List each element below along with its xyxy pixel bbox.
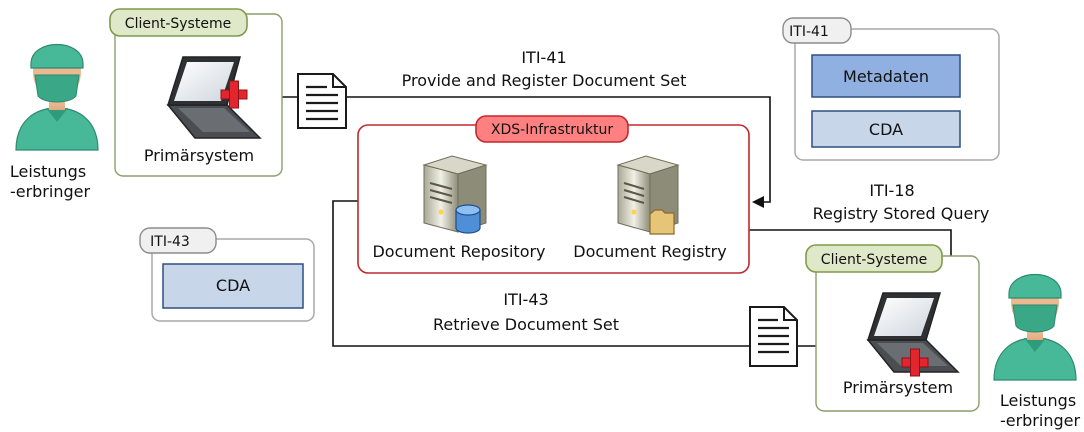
cda-block	[162, 263, 304, 309]
document-icon	[297, 73, 347, 129]
xds-infrastructure: XDS-Infrastruktur Document Repository	[357, 115, 750, 274]
payload-tab	[139, 227, 217, 254]
healthcare-provider-icon	[993, 274, 1077, 381]
document-icon	[749, 306, 798, 367]
iti43-title: Retrieve Document Set	[433, 315, 619, 334]
cda-block	[811, 110, 961, 148]
metadata-block	[811, 54, 961, 98]
actor-label: Leistungs	[1000, 391, 1076, 410]
database-icon	[455, 204, 481, 234]
payload-box-iti41: ITI-41 Metadaten CDA	[782, 17, 1000, 161]
client-system-tab	[805, 244, 943, 273]
healthcare-provider-icon	[15, 44, 99, 151]
client-system-bottom-right: Client-Systeme Primärsystem	[805, 244, 980, 412]
actor-label: -erbringer	[1000, 411, 1081, 430]
xds-infrastructure-tab-label: XDS-Infrastruktur	[491, 122, 613, 138]
actor-label: Leistungs	[10, 162, 86, 181]
payload-tab-label: ITI-41	[789, 24, 829, 40]
registry-label: Document Registry	[573, 242, 726, 261]
connector-iti43	[332, 200, 848, 347]
payload-box-iti43: ITI-43 CDA	[139, 227, 315, 322]
iti18-code: ITI-18	[869, 181, 914, 200]
arrowhead-iti41	[752, 196, 764, 208]
repository-label: Document Repository	[372, 242, 545, 261]
iti18-title: Registry Stored Query	[813, 204, 990, 223]
client-system-label: Primärsystem	[843, 378, 953, 397]
payload-tab	[782, 17, 852, 44]
cda-label: CDA	[869, 120, 903, 139]
metadata-label: Metadaten	[843, 67, 929, 86]
iti41-title: Provide and Register Document Set	[402, 71, 687, 90]
payload-tab-label: ITI-43	[150, 234, 190, 250]
client-system-top-left: Client-Systeme Primärsystem	[109, 8, 283, 177]
client-system-tab-label: Client-Systeme	[821, 252, 927, 268]
iti41-code: ITI-41	[521, 48, 566, 67]
actor-label: -erbringer	[10, 182, 91, 201]
client-system-tab-label: Client-Systeme	[125, 16, 231, 32]
client-system-tab	[109, 8, 248, 37]
laptop-icon	[166, 56, 262, 139]
client-system-label: Primärsystem	[144, 146, 254, 165]
xds-infrastructure-tab	[475, 115, 629, 143]
repository-server-icon	[422, 155, 488, 233]
iti43-code: ITI-43	[503, 290, 548, 309]
cda-label: CDA	[216, 276, 250, 295]
folder-icon	[649, 209, 675, 235]
medical-cross-icon	[220, 80, 248, 109]
medical-cross-icon	[901, 348, 929, 377]
